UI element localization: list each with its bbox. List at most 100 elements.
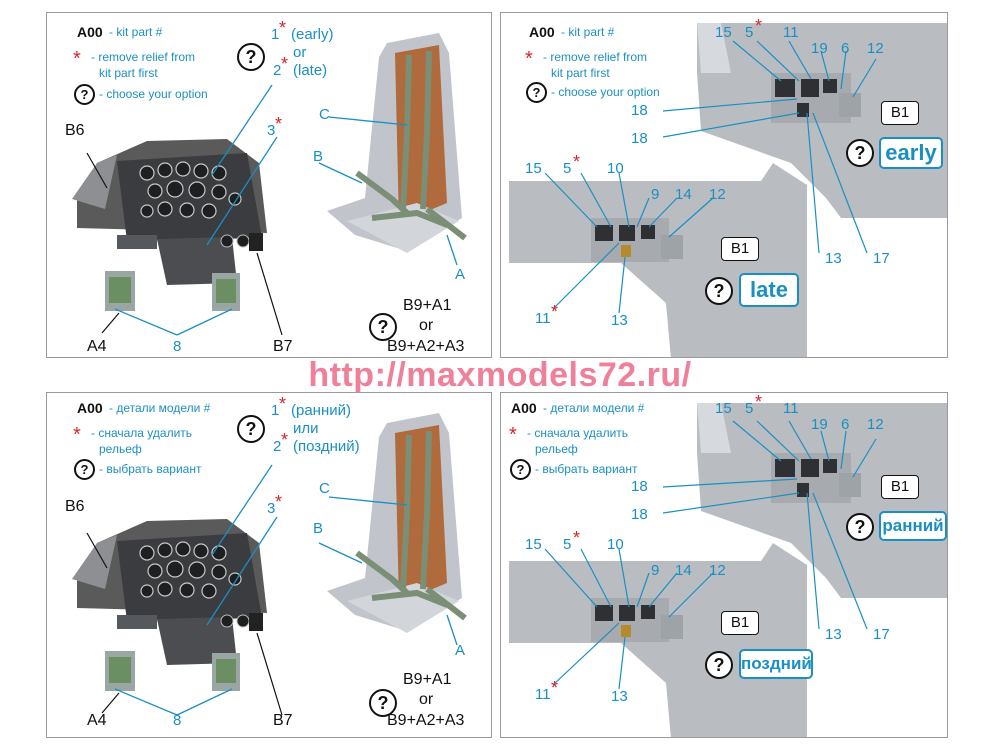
callout-19-top: 19 [811,40,828,57]
option-1-label: (early) [291,26,334,43]
callout-11-bottom-star: * [551,302,559,322]
panel-panels-english: A00 - kit part # * - remove relief from … [500,12,948,358]
seat-question-icon: ? [369,313,397,341]
legend-code-desc: - kit part # [109,25,163,39]
part-b6: B6 [65,498,85,515]
seat-question-icon: ? [369,689,397,717]
part-c: C [319,106,330,123]
callout-10-bottom: 10 [607,536,624,553]
option-2-label: (поздний) [293,438,360,455]
callout-15-bottom: 15 [525,160,542,177]
callout-15-bottom: 15 [525,536,542,553]
part-c: C [319,480,330,497]
option-2-label: (late) [293,62,328,79]
panel-panels-russian: A00 - детали модели # * - сначала удалит… [500,392,948,738]
legend-code-desc: - детали модели # [543,401,645,415]
part-a4: A4 [87,338,107,355]
option-2-number: 2 [273,438,282,455]
option-1-star: * [279,394,287,414]
callout-10-bottom: 10 [607,160,624,177]
callout-6-top: 6 [841,40,850,57]
callout-19-top: 19 [811,416,828,433]
early-question-icon: ? [846,139,874,167]
callout-5-top-star: * [755,16,763,36]
legend-question-icon: ? [526,82,547,103]
option-or: or [293,44,307,61]
callout-5-bottom: 5 [563,160,572,177]
cockpit-illustration [72,413,467,716]
part-b1-late: B1 [721,611,759,635]
legend-star-desc-2: kit part first [99,66,158,80]
legend-question-desc: - выбрать вариант [535,462,638,476]
option-1-star: * [279,18,287,38]
part-8: 8 [173,712,182,729]
callout-18-b: 18 [631,130,648,147]
part-a: A [455,642,466,659]
legend-star-desc-1: - remove relief from [543,50,648,64]
part-b: B [313,148,324,165]
option-1-label: (ранний) [291,402,351,419]
legend-star-desc-1: - сначала удалить [91,426,193,440]
option-or: или [293,420,319,437]
callout-5-top-star: * [755,392,763,412]
callout-12-top: 12 [867,416,884,433]
legend-star: * [509,424,517,446]
seat-formula-or: or [419,691,434,708]
callout-6-top: 6 [841,416,850,433]
legend-star-desc-2: kit part first [551,66,610,80]
callout-5-top: 5 [745,24,754,41]
panel-placement-illustration [509,403,947,737]
callout-14-bottom: 14 [675,562,692,579]
early-question-icon: ? [846,513,874,541]
option-question-icon: ? [237,415,265,443]
watermark-url: http://maxmodels72.ru/ [308,356,692,394]
part-b7: B7 [273,712,293,729]
callout-12-bottom: 12 [709,186,726,203]
part-a4: A4 [87,712,107,729]
seat-formula-1: B9+A1 [403,297,452,314]
legend-star: * [525,48,533,70]
option-1-number: 1 [271,402,280,419]
legend-star-desc-2: рельеф [535,442,578,456]
part-a: A [455,266,466,283]
callout-5-top: 5 [745,400,754,417]
callout-17-side: 17 [873,250,890,267]
legend-question-icon: ? [510,459,531,480]
panel-cockpit-russian: A00 - детали модели # * - сначала удалит… [46,392,492,738]
legend-question-icon: ? [74,84,95,105]
option-2-star: * [281,430,289,450]
legend-star-desc-2: рельеф [99,442,142,456]
callout-9-bottom: 9 [651,562,660,579]
cockpit-illustration [72,33,467,336]
callout-13-bottom: 13 [611,688,628,705]
legend-code-desc: - kit part # [561,25,615,39]
callout-5-bottom-star: * [573,528,581,548]
callout-12-top: 12 [867,40,884,57]
callout-13-side: 13 [825,626,842,643]
seat-formula-2: B9+A2+A3 [387,338,465,355]
callout-12-bottom: 12 [709,562,726,579]
legend-star-desc-1: - remove relief from [91,50,196,64]
panel-cockpit-english: A00 - kit part # * - remove relief from … [46,12,492,358]
part-3-number: 3 [267,122,276,139]
seat-formula-1: B9+A1 [403,671,452,688]
callout-11-bottom: 11 [535,686,551,703]
callout-17-side: 17 [873,626,890,643]
legend-code: A00 [77,24,103,40]
callout-13-side: 13 [825,250,842,267]
legend-code: A00 [77,400,103,416]
option-late-badge: поздний [739,649,813,679]
option-late-badge: late [739,273,799,307]
callout-18-a: 18 [631,478,648,495]
callout-14-bottom: 14 [675,186,692,203]
seat-formula-or: or [419,317,434,334]
part-b: B [313,520,324,537]
callout-18-b: 18 [631,506,648,523]
legend-question-desc: - choose your option [551,85,660,99]
part-3-star: * [275,114,283,134]
legend-code: A00 [511,400,537,416]
callout-9-bottom: 9 [651,186,660,203]
option-question-icon: ? [237,43,265,71]
legend-code-desc: - детали модели # [109,401,211,415]
part-b1-early: B1 [881,101,919,125]
